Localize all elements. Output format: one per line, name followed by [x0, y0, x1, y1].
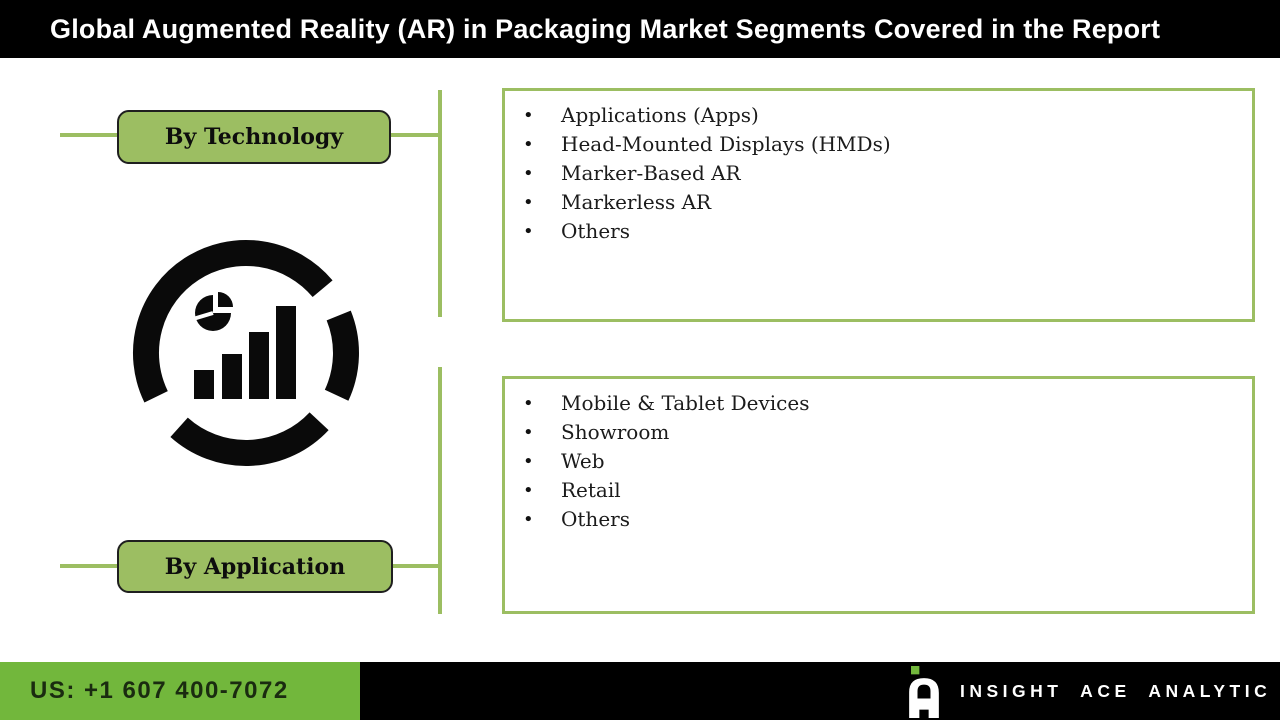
list-item: Applications (Apps) — [519, 101, 1252, 130]
connector-line — [392, 564, 440, 568]
list-item: Marker-Based AR — [519, 159, 1252, 188]
technology-items-box: Applications (Apps) Head-Mounted Display… — [502, 88, 1255, 322]
list-item: Others — [519, 217, 1252, 246]
list-item: Web — [519, 447, 1252, 476]
insight-ace-logo-icon — [906, 666, 942, 718]
list-item: Mobile & Tablet Devices — [519, 389, 1252, 418]
brand-name: INSIGHT ACE ANALYTIC — [960, 681, 1272, 701]
list-item: Showroom — [519, 418, 1252, 447]
connector-line — [60, 564, 118, 568]
connector-line — [438, 90, 442, 317]
connector-line — [438, 367, 442, 614]
contact-bar: US: +1 607 400-7072 — [0, 662, 360, 720]
list-item: Others — [519, 505, 1252, 534]
segment-label-text: By Technology — [164, 124, 344, 150]
list-item: Head-Mounted Displays (HMDs) — [519, 130, 1252, 159]
list-item: Markerless AR — [519, 188, 1252, 217]
page-title: Global Augmented Reality (AR) in Packagi… — [50, 13, 1161, 44]
technology-items-list: Applications (Apps) Head-Mounted Display… — [505, 91, 1252, 246]
list-item: Retail — [519, 476, 1252, 505]
connector-line — [60, 133, 118, 137]
brand-bar — [360, 662, 1280, 720]
phone-number: US: +1 607 400-7072 — [30, 677, 289, 704]
application-items-box: Mobile & Tablet Devices Showroom Web Ret… — [502, 376, 1255, 614]
connector-line — [390, 133, 440, 137]
application-items-list: Mobile & Tablet Devices Showroom Web Ret… — [505, 379, 1252, 534]
segment-label-by-technology: By Technology — [117, 110, 391, 164]
analytics-chart-ring-icon — [120, 227, 372, 479]
segment-label-by-application: By Application — [117, 540, 393, 593]
title-bar: Global Augmented Reality (AR) in Packagi… — [0, 0, 1280, 58]
segment-label-text: By Application — [164, 553, 346, 580]
